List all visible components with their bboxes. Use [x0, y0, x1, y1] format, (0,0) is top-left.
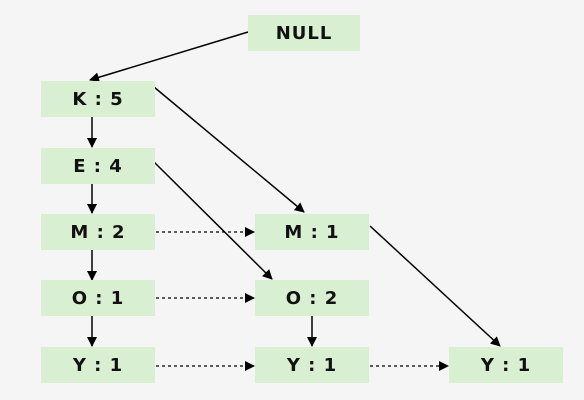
node-o2: O : 2 [255, 280, 369, 316]
edge-m1-to-y1 [369, 225, 501, 347]
node-o1: O : 1 [41, 280, 155, 316]
node-e4: E : 4 [41, 148, 155, 184]
node-m2: M : 2 [41, 214, 155, 250]
node-m1: M : 1 [255, 214, 369, 250]
edge-k5-to-m1 [153, 86, 305, 213]
edge-e4-to-o2 [153, 161, 273, 280]
node-k5: K : 5 [41, 81, 155, 117]
node-y1-middle: Y : 1 [255, 347, 369, 383]
edge-null-to-k5 [89, 31, 249, 83]
node-y1-right: Y : 1 [449, 347, 563, 383]
node-null: NULL [248, 15, 360, 51]
node-y1-left: Y : 1 [41, 347, 155, 383]
